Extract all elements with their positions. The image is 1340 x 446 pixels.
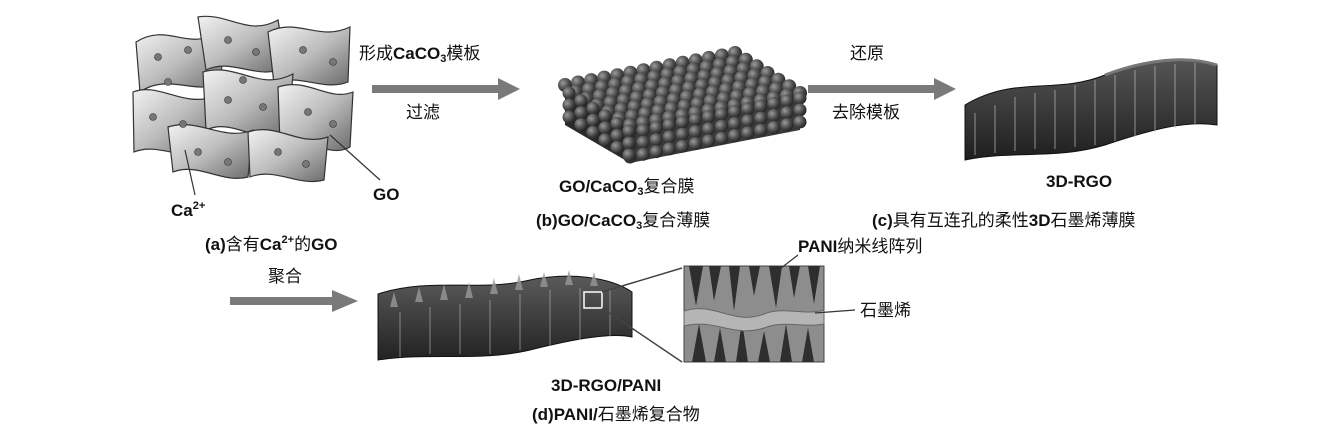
ca-ion-label: Ca2+ bbox=[171, 200, 206, 220]
caco3-sphere bbox=[793, 115, 807, 129]
caco3-sphere bbox=[675, 115, 689, 129]
caco3-sphere bbox=[793, 91, 807, 105]
panel-b-caption: (b)GO/CaCO3复合薄膜 bbox=[536, 211, 711, 232]
step2-arrow bbox=[808, 78, 956, 100]
caco3-sphere bbox=[586, 101, 600, 115]
caco3-sphere bbox=[780, 94, 794, 108]
caco3-sphere bbox=[598, 133, 612, 147]
caco3-sphere bbox=[715, 131, 728, 145]
caco3-sphere bbox=[741, 114, 755, 128]
caco3-sphere bbox=[610, 116, 624, 130]
caco3-sphere bbox=[649, 145, 663, 159]
caco3-sphere bbox=[754, 99, 768, 113]
caco3-sphere bbox=[586, 113, 600, 127]
caco3-sphere bbox=[598, 121, 612, 135]
panel-a-pointer-lines bbox=[184, 134, 381, 196]
caco3-sphere bbox=[562, 98, 576, 112]
pani-nanowire-label: PANI纳米线阵列 bbox=[798, 237, 923, 257]
caco3-sphere bbox=[688, 137, 702, 150]
caco3-sphere bbox=[754, 111, 768, 125]
caco3-sphere bbox=[598, 109, 612, 123]
step1-bottom-label: 过滤 bbox=[406, 103, 440, 123]
caco3-sphere bbox=[636, 135, 650, 149]
step3-top-label: 聚合 bbox=[268, 267, 302, 287]
zoom-inset bbox=[683, 265, 825, 363]
caco3-sphere bbox=[662, 130, 676, 144]
caco3-sphere bbox=[562, 86, 576, 100]
panel-d-name: 3D-RGO/PANI bbox=[551, 376, 662, 395]
graphene-label: 石墨烯 bbox=[860, 301, 911, 321]
caco3-sphere bbox=[574, 94, 588, 108]
rgo-pani-illustration bbox=[377, 270, 633, 361]
caco3-sphere bbox=[610, 128, 624, 142]
caco3-sphere bbox=[622, 124, 636, 138]
caco3-sphere bbox=[728, 105, 742, 118]
caco3-sphere bbox=[662, 118, 676, 132]
caco3-sphere bbox=[767, 96, 781, 110]
caco3-sphere bbox=[688, 125, 702, 138]
caco3-sphere bbox=[675, 139, 689, 153]
panel-b-name: GO/CaCO3复合膜 bbox=[559, 177, 695, 198]
rgo-film-illustration bbox=[964, 58, 1218, 161]
caco3-sphere bbox=[662, 142, 676, 156]
caco3-sphere bbox=[702, 122, 715, 136]
caco3-sphere bbox=[728, 129, 742, 142]
caco3-sphere bbox=[767, 108, 781, 122]
caco3-sphere bbox=[675, 127, 689, 141]
step2-top-label: 还原 bbox=[850, 44, 884, 64]
caco3-sphere bbox=[741, 102, 755, 116]
caco3-sphere bbox=[636, 147, 650, 161]
step1-arrow bbox=[372, 78, 520, 100]
caco3-sphere bbox=[754, 123, 768, 137]
step2-bottom-label: 去除模板 bbox=[832, 103, 900, 123]
caco3-sphere bbox=[793, 103, 807, 117]
caco3-sphere bbox=[586, 125, 600, 139]
caco3-sphere bbox=[767, 120, 781, 134]
caco3-sphere bbox=[741, 126, 755, 140]
caco3-sphere bbox=[649, 121, 663, 135]
caco3-sphere bbox=[780, 118, 794, 132]
panel-c-caption: (c)具有互连孔的柔性3D石墨烯薄膜 bbox=[872, 211, 1136, 231]
caco3-sphere bbox=[649, 133, 663, 147]
panel-c-name: 3D-RGO bbox=[1046, 172, 1113, 191]
panel-a-caption: (a)含有Ca2+的GO bbox=[205, 234, 338, 255]
step3-arrow bbox=[230, 290, 358, 312]
caco3-sphere bbox=[622, 148, 636, 162]
caco3-sphere bbox=[562, 110, 576, 124]
callout-lines bbox=[771, 254, 856, 314]
step1-top-label: 形成CaCO3模板 bbox=[359, 44, 481, 65]
composite-film-illustration bbox=[558, 46, 807, 164]
caco3-sphere bbox=[780, 106, 794, 120]
caco3-sphere bbox=[574, 118, 588, 132]
panel-d-caption: (d)PANI/石墨烯复合物 bbox=[532, 405, 700, 425]
go-sheets-illustration bbox=[132, 15, 354, 183]
go-label: GO bbox=[373, 185, 400, 204]
caco3-sphere bbox=[715, 107, 728, 121]
caco3-sphere bbox=[715, 119, 728, 133]
caco3-sphere bbox=[688, 113, 702, 126]
caco3-sphere bbox=[702, 110, 715, 124]
zoom-lines bbox=[601, 267, 683, 363]
caco3-sphere bbox=[702, 134, 715, 148]
caco3-sphere bbox=[574, 106, 588, 120]
caco3-sphere bbox=[610, 140, 624, 154]
caco3-sphere bbox=[728, 117, 742, 130]
caco3-sphere bbox=[636, 123, 650, 137]
caco3-sphere bbox=[622, 136, 636, 150]
